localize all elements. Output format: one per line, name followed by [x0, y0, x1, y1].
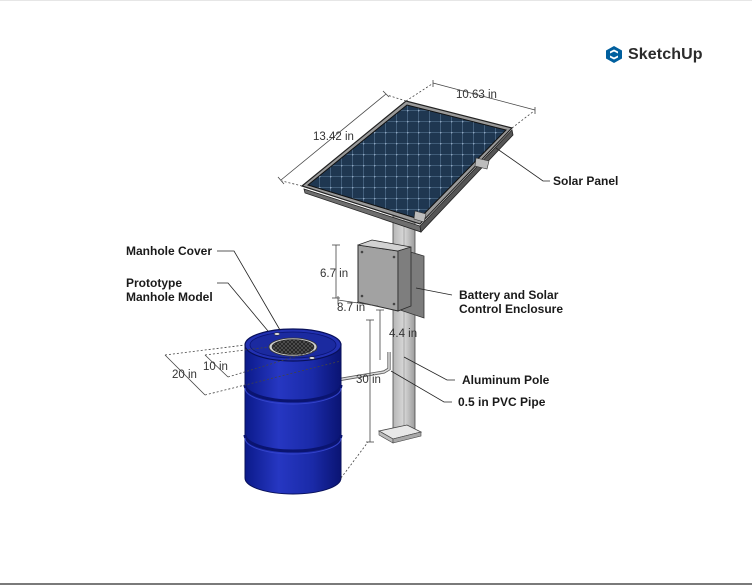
label-enclosure-line2: Control Enclosure: [459, 302, 564, 316]
dimension-lines: [164, 80, 536, 479]
battery-enclosure: [357, 239, 425, 319]
label-prototype-line1: Prototype: [126, 276, 183, 290]
leader-lines: [217, 147, 550, 403]
sketchup-logo: SketchUp: [605, 45, 703, 64]
dim-barrel-diameter: 20 in: [172, 369, 197, 381]
dim-enclosure-width: 8.7 in: [337, 302, 366, 314]
barrel: [243, 328, 343, 495]
label-prototype-line2: Manhole Model: [126, 290, 213, 304]
top-border: [0, 0, 752, 1]
label-solar-panel: Solar Panel: [553, 174, 619, 188]
dim-cover-diameter: 10 in: [203, 361, 228, 373]
solar-panel: [300, 100, 514, 233]
dim-panel-width: 10.63 in: [456, 89, 497, 101]
brand-name: SketchUp: [628, 45, 703, 63]
dim-panel-length: 13.42 in: [313, 131, 354, 143]
sketchup-logo-icon: [606, 46, 622, 63]
pvc-pipe: [336, 352, 391, 382]
dim-barrel-height: 30 in: [356, 374, 381, 386]
label-manhole-cover: Manhole Cover: [126, 244, 213, 258]
dim-enclosure-height: 6.7 in: [320, 268, 349, 280]
bottom-border: [0, 583, 752, 585]
dim-pole-offset: 4.4 in: [389, 328, 418, 340]
label-pvc-pipe: 0.5 in PVC Pipe: [458, 395, 546, 409]
label-aluminum-pole: Aluminum Pole: [462, 373, 550, 387]
label-enclosure-line1: Battery and Solar: [459, 288, 559, 302]
